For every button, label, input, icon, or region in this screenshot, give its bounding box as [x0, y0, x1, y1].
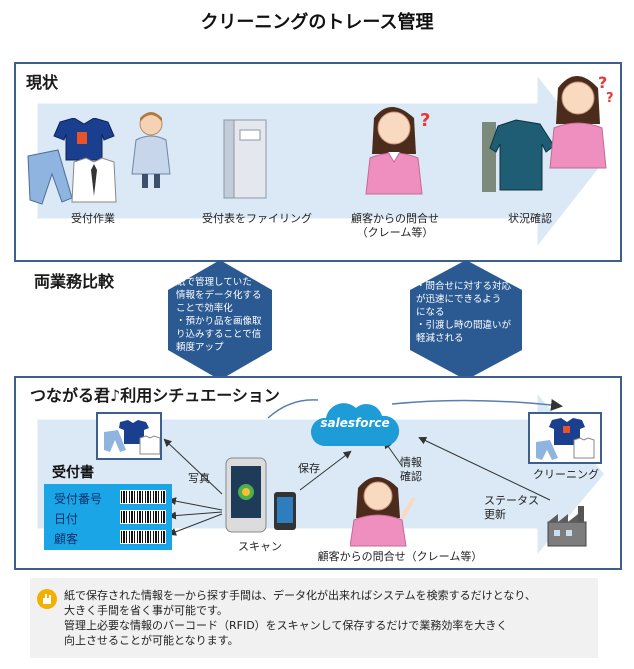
form-row-customer: 顧客 [54, 532, 79, 546]
page-title: クリーニングのトレース管理 [200, 12, 434, 33]
comparison-label: 両業務比較 [34, 272, 115, 291]
barcode-icon [120, 490, 166, 504]
barcode-icon [120, 510, 166, 524]
customer-pointing-icon [350, 477, 416, 547]
thinking-woman-icon: ? ? [549, 73, 614, 169]
phones-icon [225, 457, 296, 533]
hexagon-right [410, 260, 522, 380]
svg-text:?: ? [606, 91, 614, 106]
clothes-icon [27, 118, 117, 205]
form-title: 受付書 [52, 465, 94, 481]
svg-text:?: ? [598, 73, 607, 92]
hexagon-left-text: 紙で管理していた 情報をデータ化する ことで効率化 ・預かり品を画像取 り込みす… [176, 277, 262, 353]
svg-text:?: ? [420, 110, 430, 131]
cleaning-box [528, 412, 602, 464]
caption-inquiry: 顧客からの問合せ （クレーム等） [351, 212, 439, 239]
form-row-date: 日付 [54, 512, 79, 526]
scan-label: スキャン [238, 540, 282, 553]
barcode-icon [120, 530, 166, 544]
binder-icon [223, 119, 267, 199]
form-row-number: 受付番号 [54, 492, 103, 506]
current-label: 現状 [26, 73, 59, 92]
note-text: 紙で保存された情報を一から探す手間は、データ化が出来ればシステムを検索するだけと… [64, 589, 536, 647]
hexagon-left [168, 260, 272, 380]
factory-icon [547, 506, 587, 547]
inquiry-label: 顧客からの問合せ（クレーム等） [317, 550, 483, 563]
photo-label: 写真 [188, 472, 210, 485]
status-update-label: ステータス 更新 [484, 494, 539, 521]
current-flow-arrow [34, 67, 608, 255]
info-check-label: 情報 確認 [400, 456, 422, 483]
clothes-rack-icon [482, 119, 555, 192]
clothes-thumb-icon [104, 420, 161, 455]
photo-box [96, 412, 162, 460]
caption-status-check: 状況確認 [508, 212, 552, 225]
cleaning-label: クリーニング [533, 468, 599, 481]
customer-woman-icon: ? [365, 107, 430, 195]
future-label: つながる君♪利用シチュエーション [30, 386, 280, 405]
reception-form: 受付番号 日付 顧客 [44, 484, 172, 550]
note-box [30, 578, 598, 658]
salesforce-cloud-icon [310, 403, 400, 446]
hand-icon [37, 589, 57, 609]
caption-filing: 受付表をファイリング [202, 212, 312, 225]
caption-reception: 受付作業 [71, 212, 115, 225]
save-label: 保存 [298, 462, 320, 475]
staff-woman-icon [131, 112, 171, 188]
cleaning-clothes-icon [536, 418, 595, 460]
salesforce-label: salesforce [320, 416, 390, 430]
hexagon-right-text: ・問合せに対する対応 が迅速にできるよう になる ・引渡し時の間違いが 軽減され… [416, 281, 512, 344]
